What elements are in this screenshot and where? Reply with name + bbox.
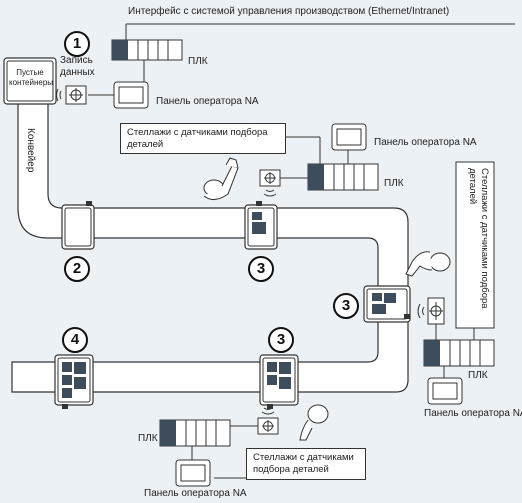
racks-top-label: Стеллажи с датчиками подбора деталей [120,123,286,154]
step-3c-badge: 3 [268,327,294,353]
empty-containers-device [3,57,57,105]
plc-bottom-label: ПЛК [138,433,158,444]
step-4-badge: 4 [62,327,88,353]
step-3a-badge: 3 [248,256,274,282]
container-step-3a [244,201,278,250]
op-panel-right-bottom-device [427,377,463,405]
op-panel-right-bottom-label: Панель оператора NA [424,408,522,419]
plc-bottom-device [159,419,231,447]
step-3b-badge: 3 [333,293,359,319]
reader-head-top [56,85,87,105]
plc-mid-label: ПЛК [384,178,404,189]
plc-right-device [423,339,495,367]
reader-head-right [417,297,445,340]
op-panel-right-top-label: Панель оператора NA [374,137,477,148]
data-write-label: Запись данных [60,55,95,78]
plc-right-label: ПЛК [468,370,488,381]
interface-label: Интерфейс с системой управления производ… [128,6,450,17]
worker-bottom-icon [299,404,329,441]
container-step-4 [54,354,94,409]
racks-right-label: Стеллажи с датчиками подбора деталей [467,168,490,309]
conveyor-label: Конвейер [25,128,36,173]
op-panel-top-device [113,81,149,109]
reader-head-mid [259,169,281,197]
container-step-3c [259,354,299,409]
reader-head-bottom [257,407,279,435]
worker-upper-icon [203,157,239,200]
container-step-3b [363,285,411,323]
op-panel-top-label: Панель оператора NA [156,96,259,107]
step-1-badge: 1 [64,31,90,57]
op-panel-bottom-label: Панель оператора NA [144,488,247,499]
plc-top-label: ПЛК [188,56,208,67]
empty-containers-label: Пустые контейнеры [9,68,54,87]
racks-bottom-label: Стеллажи с датчиками подбора деталей [246,448,366,480]
op-panel-right-top-device [331,123,367,151]
op-panel-bottom-device [175,459,211,487]
step-2-badge: 2 [64,256,90,282]
plc-mid-device [307,163,379,191]
worker-right-icon [405,251,451,277]
container-step-2 [61,201,95,250]
racks-right-device [455,161,495,329]
plc-top-device [111,39,183,61]
